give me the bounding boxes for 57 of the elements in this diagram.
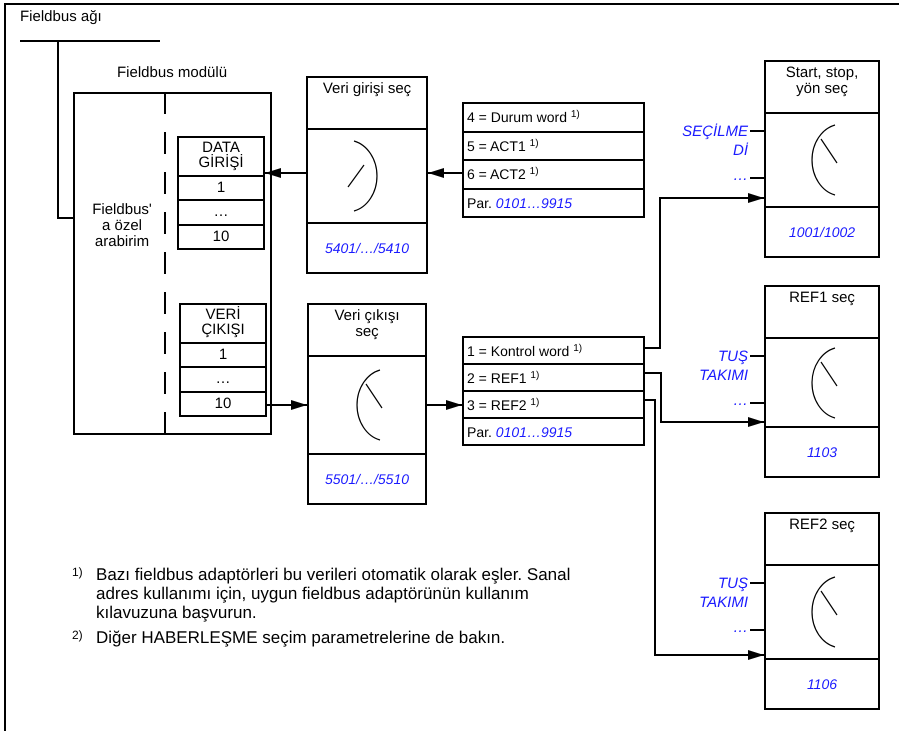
parameter-number: 1106 (806, 674, 838, 694)
selector-box (764, 285, 880, 478)
parameter-number: 1001/1002 (788, 222, 856, 242)
ellipsis-label: … (732, 166, 748, 185)
list-row-text: 5 = ACT1 $^{1)}$ (467, 138, 539, 153)
table-row-text: 10 (214, 394, 232, 412)
arrow (645, 399, 764, 660)
interface-label: Fieldbus' a özel arabirim (91, 202, 153, 250)
footnote-text: Diğer HABERLEŞME seçim parametrelerine de bakın. (96, 628, 506, 647)
arrow (267, 400, 307, 410)
arrow (645, 193, 764, 349)
table-header: DATA GİRİŞİ (198, 139, 244, 171)
value-list-table (462, 336, 645, 446)
source-option-label: TUŞ TAKIMI (698, 574, 748, 612)
selector-box (764, 512, 880, 710)
source-option-label: TUŞ TAKIMI (698, 347, 748, 385)
parameter-number: 1103 (806, 442, 838, 462)
footnote-mark: 2) (72, 628, 84, 644)
list-row-text: 2 = REF1 $^{1)}$ (467, 370, 540, 384)
list-row-text: 3 = REF2 $^{1)}$ (467, 398, 540, 412)
arrow (265, 168, 306, 178)
table-row-text: … (214, 203, 228, 220)
table-header: VERİ ÇIKIŞI (201, 306, 245, 338)
arrow (428, 168, 462, 178)
table-row-text: … (216, 370, 230, 388)
list-row-text: Par. 0101…9915 (467, 424, 572, 438)
source-option-label: SEÇİLME Dİ (681, 122, 748, 160)
list-row-text: 6 = ACT2 $^{1)}$ (467, 167, 539, 182)
footnote-text: Bazı fieldbus adaptörleri bu verileri otomatik olarak eşler. Sanal adres kullanımı için, uygun fieldbus adaptörünün kullanım kılavuzuna başvurun. (96, 565, 572, 622)
selector-title: Start, stop, yön seç (784, 65, 860, 99)
table-row-text: 1 (218, 346, 228, 363)
register-table (177, 136, 265, 250)
module-heading: Fieldbus modülü (117, 64, 228, 83)
selector-box (307, 303, 427, 505)
selector-box (764, 60, 880, 258)
parameter-number: 5401/…/5410 (324, 238, 410, 258)
parameter-number: 5501/…/5510 (324, 470, 410, 488)
list-row-text: 1 = Kontrol word $^{1)}$ (467, 344, 582, 358)
table-row-text: 10 (212, 228, 230, 245)
selector-box (306, 76, 428, 274)
footnote-mark: 1) (72, 565, 84, 581)
list-row-text: Par. 0101…9915 (467, 196, 572, 210)
network-bus-line (20, 8, 160, 42)
arrow (645, 372, 764, 427)
selector-title: REF1 seç (789, 290, 855, 308)
ellipsis-label: … (732, 618, 748, 637)
register-table (179, 303, 267, 417)
selector-title: Veri girişi seç (322, 81, 412, 99)
arrow (427, 400, 462, 410)
connector-line (57, 42, 73, 219)
selector-title: REF2 seç (789, 517, 855, 535)
list-row-text: 4 = Durum word $^{1)}$ (467, 110, 580, 124)
table-row-text: 1 (216, 179, 226, 196)
value-list-table (462, 102, 645, 218)
selector-title: Veri çıkışı seç (333, 308, 401, 342)
network-label: Fieldbus ağı (20, 8, 103, 27)
ellipsis-label: … (732, 391, 748, 410)
